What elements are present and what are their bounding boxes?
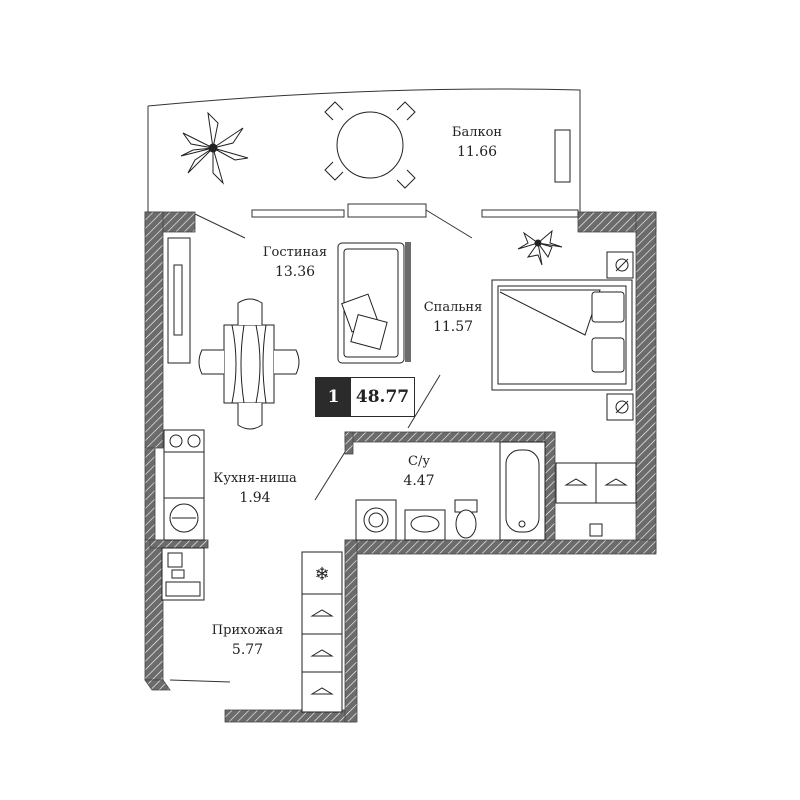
stove-icon — [163, 429, 205, 453]
wardrobe-icon — [589, 523, 603, 537]
apartment-summary-badge: 1 48.77 — [315, 377, 415, 417]
double-bed-icon — [491, 279, 633, 391]
wardrobe-icon — [161, 547, 205, 601]
room-bedroom-label: Спальня 11.57 — [408, 299, 498, 337]
room-name: Гостиная — [262, 245, 328, 260]
balcony-outline — [147, 88, 581, 212]
wardrobe-icon — [554, 129, 571, 183]
room-area: 5.77 — [231, 642, 264, 658]
flower-icon — [517, 229, 563, 266]
room-name: Балкон — [451, 125, 503, 140]
room-name: Кухня-ниша — [213, 471, 297, 486]
snowflake-icon: ❄ — [314, 564, 329, 585]
tv-icon — [167, 237, 191, 364]
total-area: 48.77 — [355, 387, 410, 407]
walls — [144, 211, 657, 723]
room-area: 4.47 — [403, 473, 435, 489]
hanger-icon — [310, 649, 334, 657]
room-living-label: Гостиная 13.36 — [245, 244, 345, 282]
fridge-icon: ❄ — [301, 551, 343, 595]
toilet-icon — [454, 499, 478, 539]
door-lines — [169, 209, 473, 683]
room-area: 11.57 — [432, 319, 474, 335]
dining-table-icon — [198, 298, 300, 430]
sink-icon — [404, 509, 446, 541]
windows — [251, 203, 579, 218]
hanger-icon — [310, 609, 334, 617]
washing-machine-icon — [355, 499, 397, 541]
room-area: 13.36 — [274, 264, 316, 280]
partition-wall — [405, 242, 411, 362]
room-bathroom-label: С/у 4.47 — [384, 453, 454, 491]
hanger-icon — [310, 687, 334, 695]
palm-plant-icon — [180, 111, 249, 185]
wardrobe-icon — [301, 593, 343, 713]
wardrobe-icon — [555, 462, 637, 504]
room-name: Прихожая — [211, 623, 284, 638]
room-area: 11.66 — [456, 144, 498, 160]
sofa-icon — [337, 242, 405, 364]
lamp-icon — [606, 251, 634, 421]
rooms-count: 1 — [316, 378, 351, 416]
room-balcony-label: Балкон 11.66 — [432, 124, 522, 162]
room-name: С/у — [408, 454, 430, 469]
kitchen-sink-icon — [163, 451, 205, 541]
bathtub-icon — [499, 441, 546, 541]
round-table-icon — [324, 101, 416, 189]
room-area: 1.94 — [239, 490, 271, 506]
room-name: Спальня — [423, 300, 483, 315]
room-kitchen-label: Кухня-ниша 1.94 — [205, 470, 305, 508]
room-hallway-label: Прихожая 5.77 — [200, 622, 295, 660]
